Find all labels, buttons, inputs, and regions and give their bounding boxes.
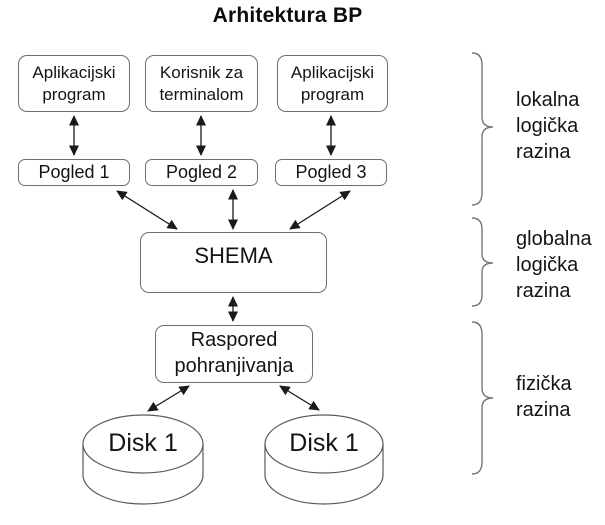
arrow-view1-schema bbox=[116, 190, 178, 230]
disk-cylinder-1 bbox=[82, 414, 204, 505]
arrow-storage-disk1 bbox=[147, 385, 190, 412]
brace-physical-level bbox=[471, 321, 494, 475]
brace-local-level bbox=[471, 52, 494, 206]
box-view-3: Pogled 3 bbox=[275, 159, 387, 186]
box-storage-layout: Raspored pohranjivanja bbox=[155, 325, 313, 383]
brace-global-level bbox=[471, 217, 494, 307]
label-local-logical-level: lokalna logička razina bbox=[516, 89, 580, 163]
box-user-terminal: Korisnik za terminalom bbox=[145, 55, 258, 112]
box-application-program-2: Aplikacijski program bbox=[277, 55, 388, 112]
label-physical-level: fizička razina bbox=[516, 373, 572, 421]
box-view-1: Pogled 1 bbox=[18, 159, 130, 186]
box-view-2: Pogled 2 bbox=[145, 159, 258, 186]
label-global-logical-level: globalna logička razina bbox=[516, 228, 592, 302]
arrow-view3-schema bbox=[289, 190, 351, 230]
arrow-storage-disk2 bbox=[279, 385, 320, 411]
diagram-title: Arhitektura BP bbox=[212, 4, 363, 27]
disk-cylinder-2 bbox=[264, 414, 384, 505]
disk-2-label: Disk 1 bbox=[289, 429, 359, 457]
box-application-program-1: Aplikacijski program bbox=[18, 55, 130, 112]
box-schema: SHEMA bbox=[140, 232, 327, 293]
disk-1-label: Disk 1 bbox=[108, 429, 178, 457]
